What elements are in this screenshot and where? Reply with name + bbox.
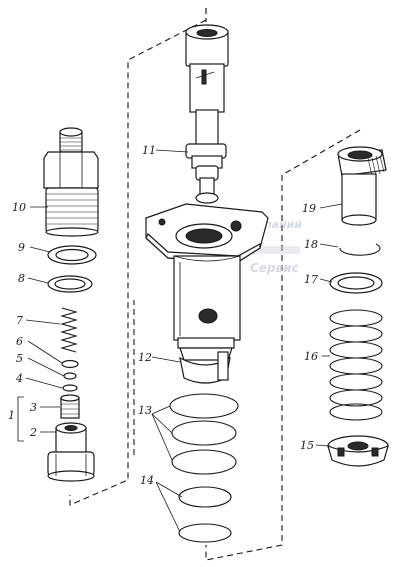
- part-12-barrel-housing: [145, 203, 269, 384]
- label-11: 11: [142, 144, 156, 157]
- part-10-union-fitting: [43, 127, 99, 237]
- label-14: 14: [140, 474, 154, 487]
- part-16-spring: [329, 309, 383, 421]
- label-6: 6: [16, 335, 23, 348]
- label-10: 10: [12, 201, 26, 214]
- part-5-ring: [63, 372, 77, 380]
- label-9: 9: [18, 241, 25, 254]
- label-13: 13: [138, 404, 152, 417]
- label-16: 16: [304, 350, 318, 363]
- part-labels: 1 2 3 4 5 6 7 8 9 10 11 12 13 14 15 16 1…: [8, 144, 318, 487]
- label-17: 17: [304, 273, 318, 286]
- part-15-spring-plate: [327, 435, 389, 467]
- part-18-snap-ring: [339, 243, 381, 256]
- part-3-valve: [60, 394, 80, 419]
- assembly-dashed-lines: [69, 8, 361, 561]
- part-4-ring: [62, 384, 78, 392]
- part-7-spring: [59, 307, 79, 353]
- label-18: 18: [304, 238, 318, 251]
- label-5: 5: [16, 352, 23, 365]
- part-14-rings: [178, 486, 232, 543]
- label-8: 8: [18, 272, 25, 285]
- label-3: 3: [30, 401, 37, 414]
- label-15: 15: [300, 439, 314, 452]
- part-13-o-rings: [169, 393, 239, 475]
- label-12: 12: [138, 351, 152, 364]
- part-17-washer: [329, 272, 383, 294]
- leader-lines: [17, 149, 343, 533]
- part-8-washer: [47, 275, 93, 293]
- watermark-text-bottom: Сервис: [250, 261, 299, 275]
- label-19: 19: [302, 202, 316, 215]
- part-19-gear-sleeve: [337, 146, 387, 226]
- part-11-plunger: [185, 24, 229, 204]
- label-1: 1: [8, 409, 15, 422]
- label-7: 7: [16, 314, 23, 327]
- part-2-valve-seat: [47, 422, 95, 482]
- part-9-washer: [47, 245, 97, 265]
- label-2: 2: [29, 426, 37, 439]
- part-6-ring: [61, 359, 79, 369]
- label-4: 4: [15, 372, 23, 385]
